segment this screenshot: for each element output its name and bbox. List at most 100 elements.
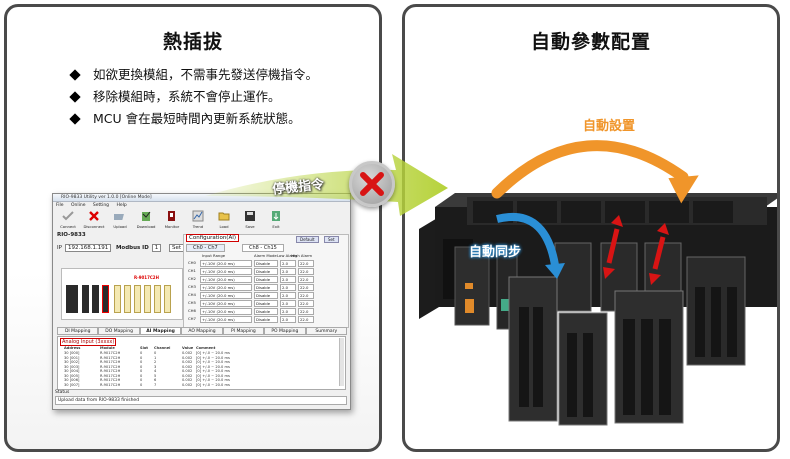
- empty-slot[interactable]: [134, 285, 141, 313]
- trend-button[interactable]: Trend: [187, 209, 209, 230]
- low-alarm-field[interactable]: 2.0: [280, 307, 296, 315]
- empty-slot[interactable]: [144, 285, 151, 313]
- table-cell: [0] +/-0 ~ 20.0 ms: [196, 382, 230, 387]
- download-icon: [142, 211, 151, 221]
- table-cell: [0] +/-0 ~ 20.0 ms: [196, 364, 230, 369]
- table-cell: 0.002: [182, 382, 193, 387]
- menu-file[interactable]: File: [56, 203, 64, 208]
- tab-summary[interactable]: Summary: [305, 327, 347, 335]
- low-alarm-field[interactable]: 2.0: [280, 267, 296, 275]
- channel-label: CH7: [188, 316, 196, 321]
- table-cell: 30 [000]: [64, 351, 80, 355]
- high-alarm-field[interactable]: 22.0: [298, 315, 314, 323]
- table-cell: [0] +/-0 ~ 20.0 ms: [196, 369, 230, 373]
- alarm-mode-select[interactable]: Disable: [254, 259, 278, 267]
- high-alarm-field[interactable]: 22.0: [298, 275, 314, 283]
- low-alarm-field[interactable]: 2.0: [280, 291, 296, 299]
- input-range-select[interactable]: +/-10V (20.0 ms): [200, 307, 252, 315]
- monitor-button[interactable]: Monitor: [161, 209, 183, 230]
- slot-module[interactable]: [82, 285, 89, 313]
- empty-slot[interactable]: [164, 285, 171, 313]
- low-alarm-field[interactable]: 2.0: [280, 259, 296, 267]
- menu-help[interactable]: Help: [116, 203, 127, 208]
- tab-ao-mapping[interactable]: AO Mapping: [181, 327, 223, 335]
- exit-button[interactable]: Exit: [265, 209, 287, 230]
- alarm-mode-select[interactable]: Disable: [254, 307, 278, 315]
- table-cell: 30 [001]: [64, 355, 80, 360]
- tab-po-mapping[interactable]: PO Mapping: [264, 327, 306, 335]
- diamond-bullet-icon: [69, 69, 81, 81]
- channel-label: CH0: [188, 260, 196, 265]
- table-cell: R-9017C2H: [100, 351, 121, 355]
- hot-swap-title: 熱插拔: [162, 31, 223, 53]
- input-range-select[interactable]: +/-10V (20.0 ms): [200, 275, 252, 283]
- menu-online[interactable]: Online: [70, 203, 86, 208]
- alarm-mode-select[interactable]: Disable: [254, 315, 278, 323]
- folder-icon: [218, 212, 230, 221]
- input-range-select[interactable]: +/-10V (20.0 ms): [200, 283, 252, 291]
- set-id-button[interactable]: Set: [169, 244, 185, 252]
- low-alarm-field[interactable]: 2.0: [280, 299, 296, 307]
- high-alarm-field[interactable]: 22.0: [298, 291, 314, 299]
- table-cell: 0.002: [182, 355, 193, 360]
- save-button[interactable]: Save: [239, 209, 261, 230]
- empty-slot[interactable]: [154, 285, 161, 313]
- input-range-select[interactable]: +/-10V (20.0 ms): [200, 315, 252, 323]
- disconnect-button[interactable]: Disconnect: [83, 209, 105, 230]
- table-cell: [0] +/-0 ~ 20.0 ms: [196, 351, 230, 355]
- alarm-mode-select[interactable]: Disable: [254, 283, 278, 291]
- high-alarm-field[interactable]: 22.0: [298, 299, 314, 307]
- input-range-select[interactable]: +/-10V (20.0 ms): [200, 267, 252, 275]
- table-cell: [0] +/-0 ~ 20.0 ms: [196, 355, 230, 360]
- red-swap-arrows: [603, 215, 669, 285]
- tab-di-mapping[interactable]: DI Mapping: [57, 327, 99, 335]
- low-alarm-field[interactable]: 2.0: [280, 315, 296, 323]
- high-alarm-field[interactable]: 22.0: [298, 307, 314, 315]
- tab-ch8-ch15[interactable]: Ch8 - Ch15: [242, 244, 284, 252]
- download-button[interactable]: Download: [135, 209, 157, 230]
- low-alarm-field[interactable]: 2.0: [280, 275, 296, 283]
- low-alarm-field[interactable]: 2.0: [280, 283, 296, 291]
- selected-slot-module[interactable]: [102, 285, 109, 313]
- tab-pi-mapping[interactable]: PI Mapping: [222, 327, 265, 335]
- alarm-mode-select[interactable]: Disable: [254, 275, 278, 283]
- modbus-id-field[interactable]: 1: [151, 244, 162, 252]
- empty-slot[interactable]: [124, 285, 131, 313]
- tab-ai-mapping[interactable]: AI Mapping: [139, 327, 182, 335]
- empty-slot[interactable]: [114, 285, 121, 313]
- input-range-select[interactable]: +/-10V (20.0 ms): [200, 299, 252, 307]
- input-range-select[interactable]: +/-10V (20.0 ms): [200, 259, 252, 267]
- menu-setting[interactable]: Setting: [92, 203, 110, 208]
- upload-button[interactable]: Upload: [109, 209, 131, 230]
- input-range-select[interactable]: +/-10V (20.0 ms): [200, 291, 252, 299]
- window-title: RIO-9833 Utility ver 1.0.0 [Online Mode]: [53, 194, 350, 202]
- config-set-button[interactable]: Set: [324, 236, 339, 243]
- table-cell: 0.002: [182, 360, 193, 364]
- tab-do-mapping[interactable]: DO Mapping: [98, 327, 140, 335]
- high-alarm-field[interactable]: 22.0: [298, 259, 314, 267]
- tab-ch0-ch7[interactable]: Ch0 - Ch7: [186, 244, 225, 252]
- high-alarm-field[interactable]: 22.0: [298, 267, 314, 275]
- alarm-mode-select[interactable]: Disable: [254, 267, 278, 275]
- alarm-mode-select[interactable]: Disable: [254, 299, 278, 307]
- table-scrollbar[interactable]: [339, 338, 344, 386]
- default-button[interactable]: Default: [296, 236, 319, 243]
- ip-field[interactable]: 192.168.1.191: [64, 244, 112, 252]
- table-cell: 30 [004]: [64, 369, 80, 373]
- high-alarm-field[interactable]: 22.0: [298, 283, 314, 291]
- load-button[interactable]: Load: [213, 209, 235, 230]
- slot-module[interactable]: [92, 285, 99, 313]
- auto-set-arrow: [491, 140, 689, 199]
- alarm-mode-select[interactable]: Disable: [254, 291, 278, 299]
- connect-button[interactable]: Connect: [57, 209, 79, 230]
- check-icon: [62, 211, 74, 221]
